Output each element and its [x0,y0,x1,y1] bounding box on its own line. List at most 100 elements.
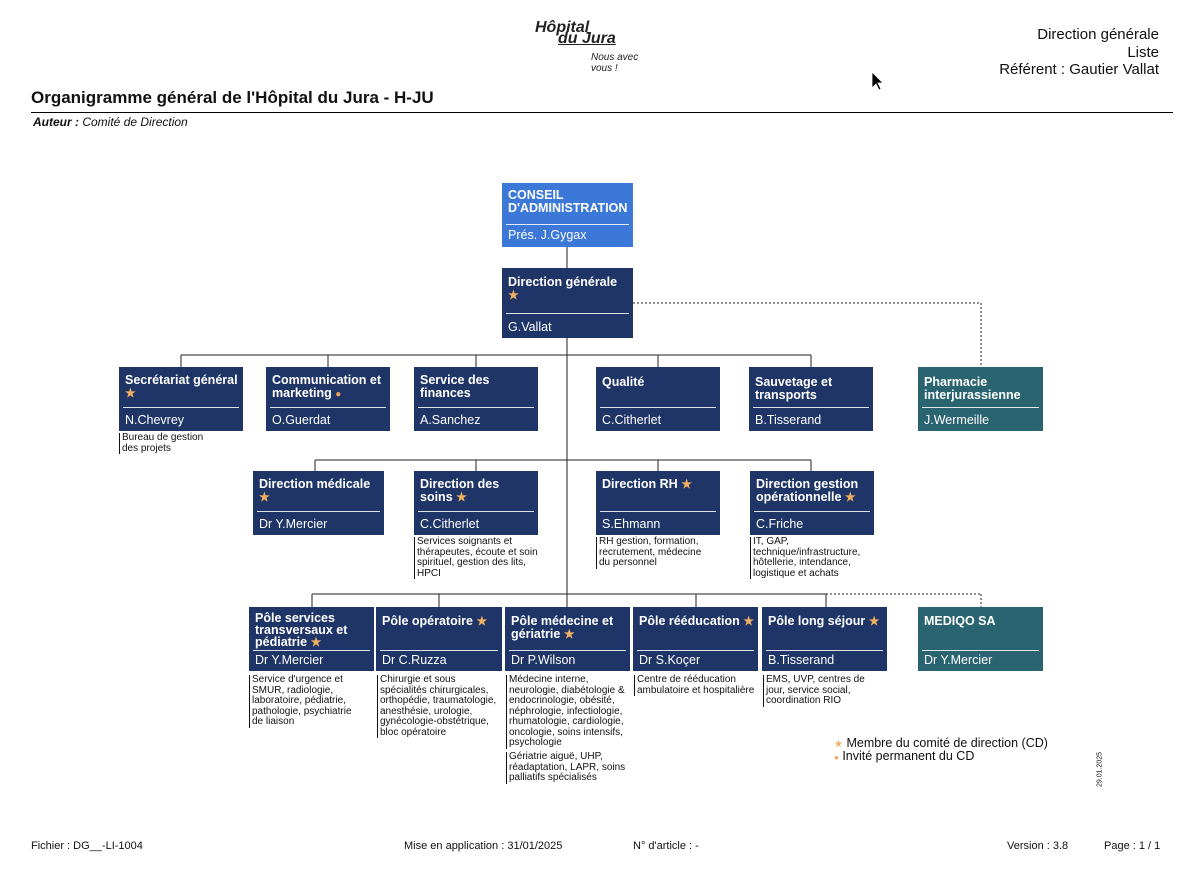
star-icon: ★ [743,614,754,628]
node-title: Pôle opératoire ★ [382,615,498,628]
node-separator [600,511,716,512]
legend-member-text: Membre du comité de direction (CD) [846,736,1048,750]
node-title-text: Pôle services transversaux et pédiatrie [255,611,348,649]
hospital-logo: Hôpital du Jura Nous avec vous ! [533,20,658,75]
node-direction-gestion: Direction gestion opérationnelle ★ C.Fri… [750,471,874,535]
node-pole-operatoire: Pôle opératoire ★ Dr C.Ruzza [376,607,502,671]
node-name: Dr Y.Mercier [924,653,993,667]
star-icon: ★ [681,477,692,491]
node-title-text: Pôle opératoire [382,614,473,628]
note-pole-medecine-geriatrie: Gériatrie aiguë, UHP, réadaptation, LAPR… [506,751,631,784]
node-pole-medecine: Pôle médecine et gériatrie ★ Dr P.Wilson [505,607,630,671]
node-title: Direction gestion opérationnelle ★ [756,478,870,504]
node-title-text: Pôle long séjour [768,614,866,628]
node-name: J.Wermeille [924,413,990,427]
node-name: B.Tisserand [755,413,822,427]
node-finances: Service des finances A.Sanchez [414,367,538,431]
logo-line2: du Jura [558,30,616,47]
dot-icon: ● [335,389,342,400]
footer-applied: Mise en application : 31/01/2025 [404,840,563,852]
node-title: MEDIQO SA [924,614,996,628]
node-pole-reeducation: Pôle rééducation ★ Dr S.Koçer [633,607,758,671]
node-direction-medicale: Direction médicale ★ Dr Y.Mercier [253,471,384,535]
logo-tagline: Nous avec vous ! [591,52,639,74]
node-title: Qualité [602,375,645,389]
side-date: 29.01.2025 [1096,751,1104,788]
node-separator [637,650,754,651]
node-name: S.Ehmann [602,517,661,531]
star-icon: ★ [844,490,856,504]
node-name: Dr Y.Mercier [259,517,328,531]
note-pole-reeducation: Centre de rééducation ambulatoire et hos… [634,674,765,696]
legend-guest: ● Invité permanent du CD [834,749,974,763]
node-direction-generale: Direction générale ★ G.Vallat [502,268,633,338]
star-icon: ★ [476,614,488,628]
node-separator [270,407,386,408]
page-title: Organigramme général de l'Hôpital du Jur… [31,88,434,107]
legend-guest-text: Invité permanent du CD [842,749,975,763]
node-separator [123,407,239,408]
note-pole-transversaux: Service d'urgence et SMUR, radiologie, l… [249,674,364,728]
node-title: Sauvetage et transports [755,375,833,402]
footer-file: Fichier : DG__-LI-1004 [31,840,143,852]
node-name: C.Citherlet [602,413,662,427]
node-title: Service des finances [420,373,490,400]
node-name: Dr C.Ruzza [382,653,447,667]
node-title: Direction des soins ★ [420,478,534,504]
node-title: Pôle rééducation ★ [639,615,754,628]
star-icon: ★ [508,288,519,302]
node-conseil: CONSEIL D'ADMINISTRATION Prés. J.Gygax [502,183,633,247]
node-separator [922,650,1039,651]
dot-icon: ● [834,753,839,762]
node-name: Dr P.Wilson [511,653,576,667]
node-name: G.Vallat [508,320,552,334]
header-right-block: Direction générale Liste Référent : Gaut… [999,26,1159,79]
node-title: Pharmacie interjurassienne [924,375,1021,402]
node-title: Secrétariat général ★ [125,374,239,400]
node-separator [418,407,534,408]
note-direction-gestion: IT, GAP, technique/infrastructure, hôtel… [750,536,868,579]
node-pole-long-sejour: Pôle long séjour ★ B.Tisserand [762,607,887,671]
header-direction: Direction générale [1037,26,1159,43]
node-pole-transversaux: Pôle services transversaux et pédiatrie … [249,607,374,671]
note-pole-long-sejour: EMS, UVP, centres de jour, service socia… [763,674,871,707]
note-direction-rh: RH gestion, formation, recrutement, méde… [596,536,711,569]
node-name: Prés. J.Gygax [508,228,587,242]
legend-member: ★ Membre du comité de direction (CD) [834,736,1048,750]
note-secretariat: Bureau de gestion des projets [119,432,214,454]
node-direction-rh: Direction RH ★ S.Ehmann [596,471,720,535]
header-divider [31,112,1173,113]
node-separator [600,407,716,408]
node-separator [380,650,498,651]
node-sauvetage: Sauvetage et transports B.Tisserand [749,367,873,431]
note-direction-soins: Services soignants et thérapeutes, écout… [414,536,547,579]
node-name: Dr S.Koçer [639,653,701,667]
node-separator [418,511,534,512]
node-name: A.Sanchez [420,413,481,427]
node-title-text: Direction médicale [259,477,371,491]
node-separator [509,650,626,651]
node-title: Communication et marketing ● [272,374,386,401]
node-direction-soins: Direction des soins ★ C.Citherlet [414,471,538,535]
note-pole-operatoire: Chirurgie et sous spécialités chirurgica… [377,674,498,738]
header-liste: Liste [1127,43,1159,61]
node-title: Direction RH ★ [602,478,716,491]
node-separator [766,650,883,651]
node-pharmacie: Pharmacie interjurassienne J.Wermeille [918,367,1043,431]
author-label: Auteur : [33,115,79,129]
node-name: N.Chevrey [125,413,185,427]
star-icon: ★ [456,490,467,504]
node-title-text: Communication et marketing [272,373,382,400]
node-title: Pôle long séjour ★ [768,615,883,628]
star-icon: ★ [868,614,880,628]
node-title: Direction médicale ★ [259,478,380,504]
footer-page: Page : 1 / 1 [1104,840,1161,852]
node-separator [753,407,869,408]
node-separator [506,224,629,225]
star-icon: ★ [563,627,575,641]
node-name: C.Friche [756,517,804,531]
node-separator [506,313,629,314]
node-secretariat: Secrétariat général ★ N.Chevrey [119,367,243,431]
footer-version: Version : 3.8 [1007,840,1069,852]
node-name: Dr Y.Mercier [255,653,324,667]
